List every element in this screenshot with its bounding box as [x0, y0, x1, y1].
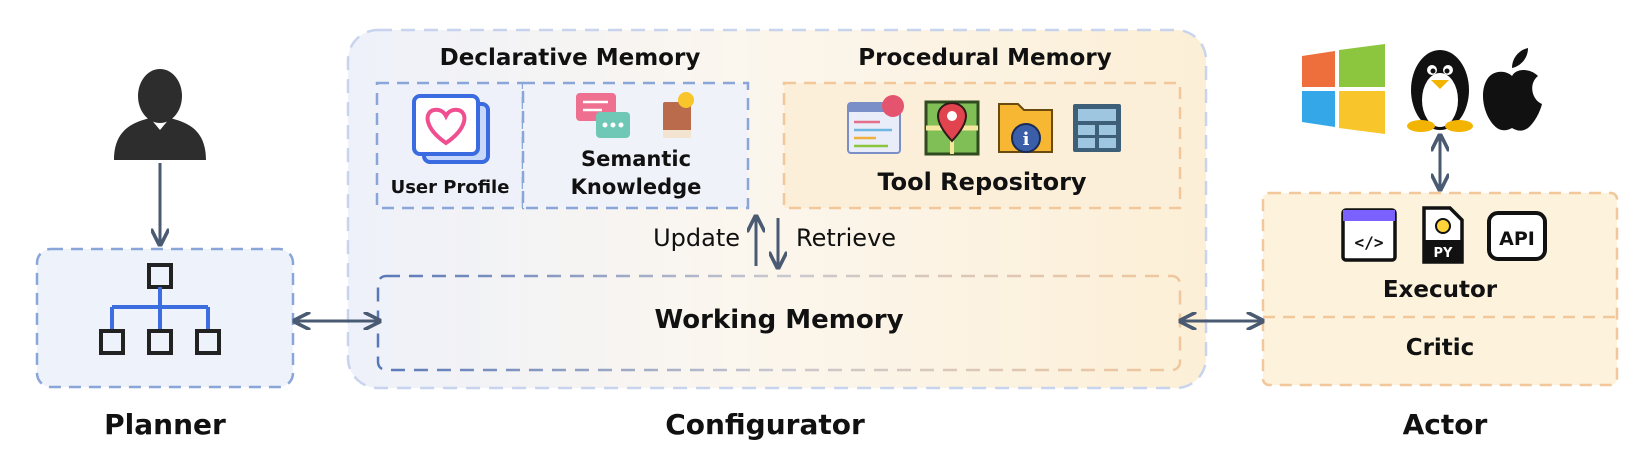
- semantic-knowledge-box: [521, 81, 750, 210]
- configurator-label: Configurator: [665, 408, 865, 441]
- heart-profile-icon: [412, 94, 490, 164]
- actor-label: Actor: [1402, 408, 1488, 441]
- executor-label: Executor: [1382, 277, 1498, 303]
- svg-text:i: i: [1023, 129, 1030, 150]
- working-memory-label: Working Memory: [654, 305, 904, 335]
- apple-icon: [1482, 48, 1542, 131]
- retrieve-label: Retrieve: [796, 224, 897, 252]
- hierarchy-icon: [99, 263, 221, 355]
- tool-repository-label: Tool Repository: [877, 168, 1087, 196]
- planner-box: [35, 247, 295, 389]
- code-file-icon: </>: [1341, 208, 1397, 262]
- linux-icon: [1407, 50, 1473, 132]
- svg-text:</>: </>: [1355, 233, 1384, 252]
- declarative-memory-title: Declarative Memory: [439, 45, 701, 71]
- critic-label: Critic: [1405, 335, 1475, 361]
- code-window-icon: [847, 95, 904, 154]
- user-icon: [114, 69, 206, 160]
- book-icon: [663, 92, 694, 138]
- planner-label: Planner: [104, 408, 226, 441]
- svg-text:PY: PY: [1434, 246, 1454, 261]
- svg-text:API: API: [1499, 228, 1535, 250]
- map-pin-icon: [924, 100, 980, 156]
- info-folder-icon: i: [998, 103, 1053, 153]
- procedural-memory-title: Procedural Memory: [858, 45, 1112, 71]
- windows-icon: [1302, 44, 1385, 134]
- chat-bubbles-icon: [576, 93, 630, 138]
- user-profile-label: User Profile: [390, 177, 510, 198]
- api-icon: API: [1487, 211, 1547, 261]
- update-label: Update: [653, 224, 740, 252]
- semantic-knowledge-label: Semantic Knowledge: [570, 147, 702, 199]
- calculator-icon: [1073, 104, 1121, 152]
- python-file-icon: PY: [1422, 206, 1464, 264]
